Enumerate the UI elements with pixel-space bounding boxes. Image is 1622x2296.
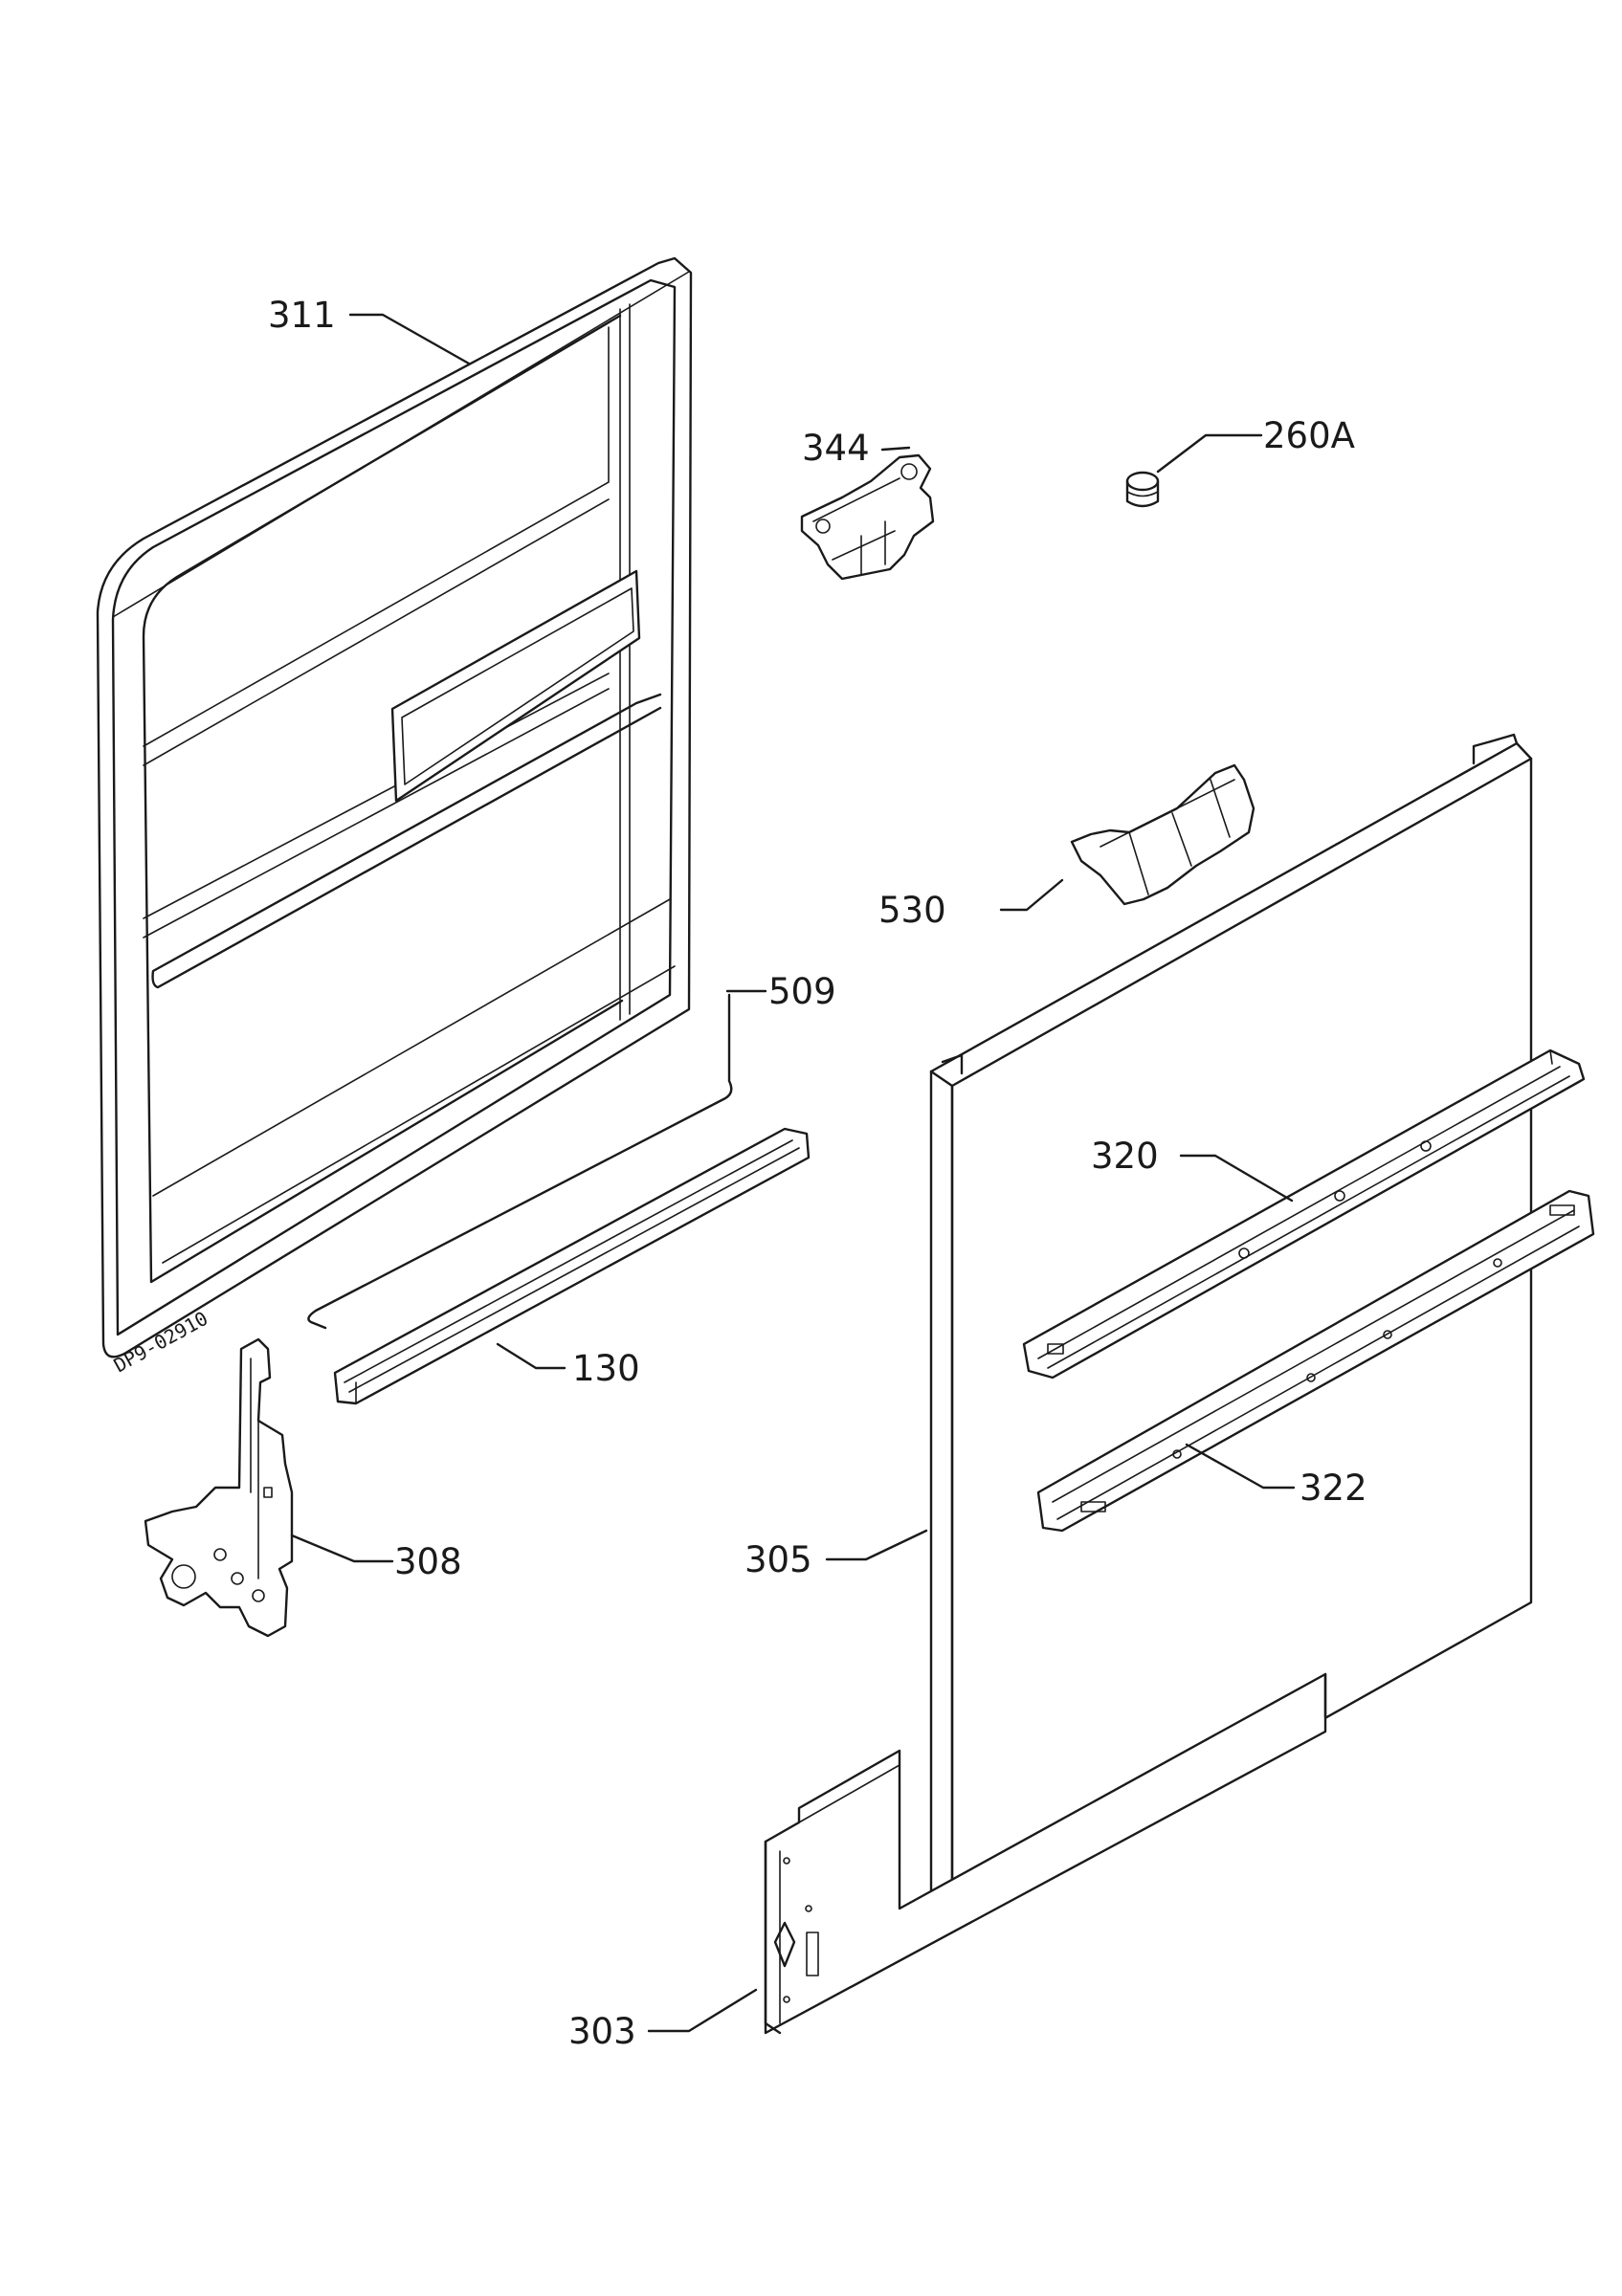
callout-320: 320 [1091,1136,1159,1177]
drawing-code: DP9-02910 [110,1307,211,1378]
callout-344: 344 [802,428,870,469]
part-344-latch [800,453,935,581]
callout-260a: 260A [1263,415,1355,456]
callout-130: 130 [572,1348,640,1389]
part-130-seal-strip [333,1127,811,1405]
part-260a-grommet [1125,471,1160,508]
part-530-handle [1070,763,1255,906]
part-320-upper-rail [1022,1049,1586,1380]
part-305-outer-panel [929,733,1533,1930]
callout-509: 509 [768,971,836,1012]
callout-322: 322 [1300,1468,1367,1509]
leader-lines [290,313,1296,2033]
part-311-inner-door [96,256,693,1358]
callout-530: 530 [878,890,946,931]
part-322-lower-rail [1036,1189,1595,1533]
part-308-hinge [144,1337,294,1638]
callout-308: 308 [394,1541,462,1582]
callout-311: 311 [268,295,336,336]
callout-303: 303 [568,2011,636,2052]
part-303-plinth [764,1672,1327,2035]
callout-305: 305 [744,1539,812,1580]
callout-labels: 311 344 260A 530 509 320 130 322 308 305… [268,295,1367,2052]
part-509-rod [307,993,733,1330]
